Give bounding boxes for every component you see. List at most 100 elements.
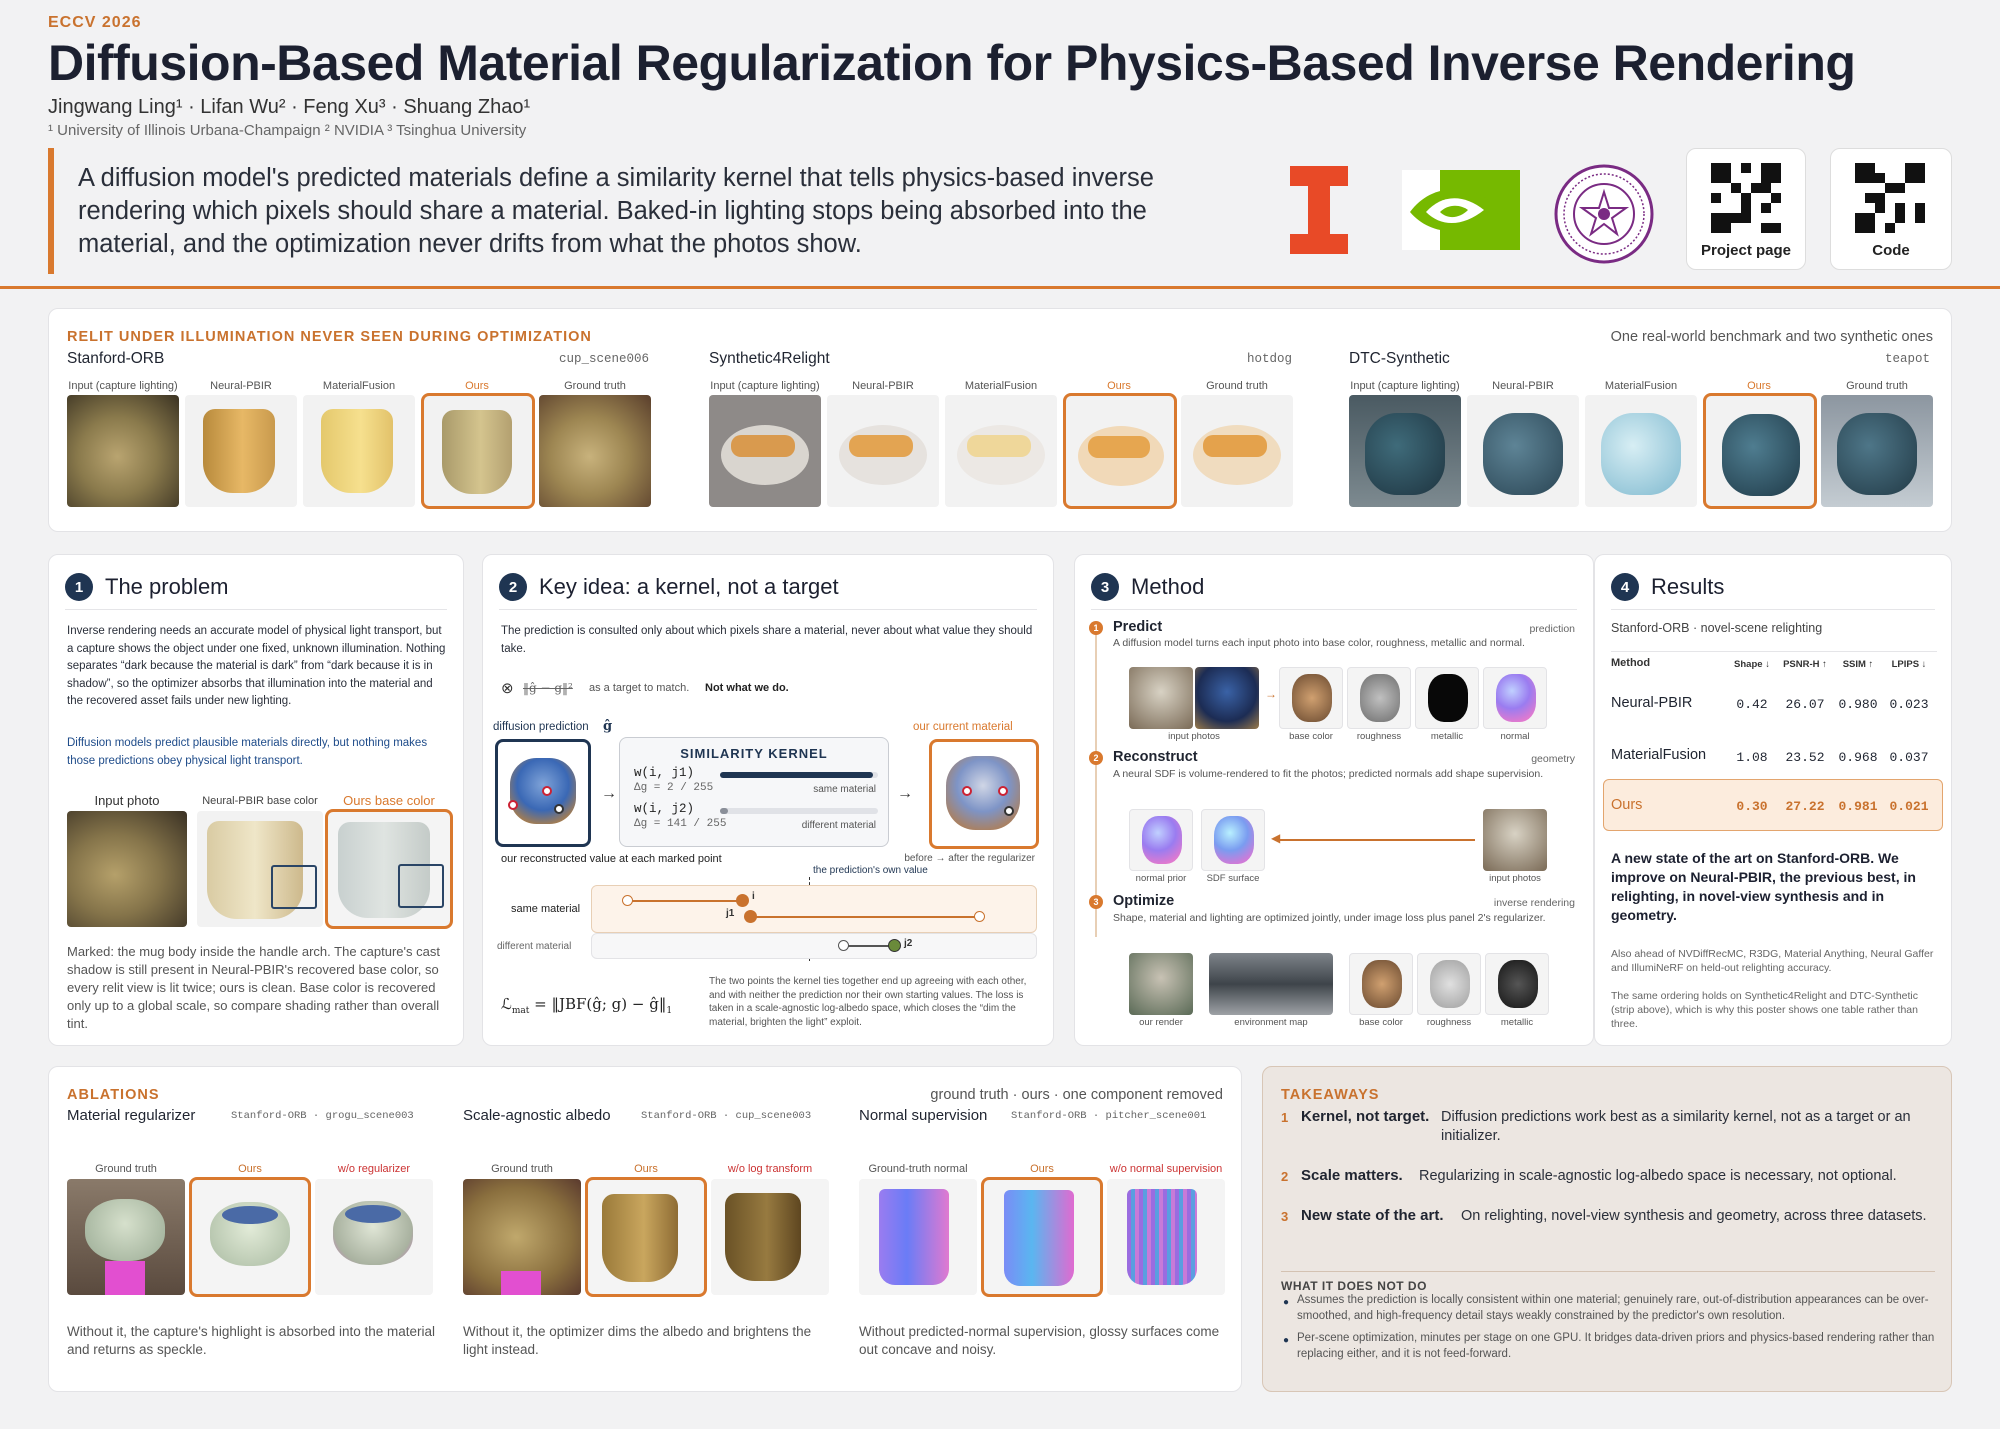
current-material-image bbox=[929, 739, 1039, 849]
image-label: Neural-PBIR base color bbox=[202, 795, 318, 807]
thumb-input bbox=[709, 395, 821, 507]
thumb-ours bbox=[1063, 393, 1177, 509]
method-roughness bbox=[1417, 953, 1481, 1015]
ablation-ground-truth bbox=[463, 1179, 581, 1295]
method-metallic bbox=[1415, 667, 1479, 729]
summary: A diffusion model's predicted materials … bbox=[48, 148, 1228, 274]
column-label: Ground truth bbox=[564, 380, 626, 392]
thumb-label: environment map bbox=[1234, 1017, 1308, 1028]
input-photo bbox=[67, 811, 187, 927]
method-input-photo bbox=[1129, 667, 1193, 729]
thumb-materialfusion bbox=[303, 395, 415, 507]
header-divider bbox=[0, 286, 2000, 289]
section-title: Method bbox=[1131, 574, 1205, 599]
qr-project-card[interactable]: Project page bbox=[1686, 148, 1806, 270]
row-method: MaterialFusion bbox=[1611, 747, 1707, 763]
similarity-kernel-box: SIMILARITY KERNEL w(i, j1) Δg = 2 / 255 … bbox=[619, 737, 889, 847]
cell: 26.07 bbox=[1785, 697, 1825, 712]
tsinghua-seal bbox=[1554, 164, 1654, 264]
thumb-ground-truth bbox=[539, 395, 651, 507]
ablation-label-ours: Ours bbox=[238, 1163, 262, 1175]
results-note: The same ordering holds on Synthetic4Rel… bbox=[1611, 990, 1918, 1030]
column-label: Input (capture lighting) bbox=[68, 380, 178, 392]
thumb-label: metallic bbox=[1430, 731, 1464, 742]
ablation-label: Ground truth bbox=[95, 1163, 157, 1175]
column-label-ours: Ours bbox=[1107, 380, 1131, 392]
cell: 0.980 bbox=[1838, 697, 1878, 712]
point-i-label: i bbox=[752, 891, 755, 902]
section-number: 2 bbox=[499, 573, 527, 601]
ablation-ground-truth bbox=[859, 1179, 977, 1295]
current-label: our current material bbox=[913, 721, 1013, 733]
takeaways-panel: TAKEAWAYS 1 Kernel, not target. Diffusio… bbox=[1262, 1066, 1952, 1392]
row-method: Ours bbox=[1611, 797, 1643, 813]
column-label: MaterialFusion bbox=[964, 380, 1038, 392]
method-sdf-surface bbox=[1201, 809, 1265, 871]
table-row-ours bbox=[1603, 779, 1943, 831]
thumb-neural-pbir bbox=[1467, 395, 1579, 507]
diffusion-prediction-image bbox=[495, 739, 591, 847]
thumb-neural-pbir bbox=[827, 395, 939, 507]
diffusion-label: diffusion prediction bbox=[493, 721, 589, 733]
bullet-icon: ● bbox=[1283, 1297, 1290, 1308]
cell: 0.30 bbox=[1736, 799, 1768, 814]
cell: 0.42 bbox=[1736, 697, 1768, 712]
step-name: Predict bbox=[1113, 619, 1163, 635]
col-header: LPIPS ↓ bbox=[1891, 659, 1927, 670]
dataset-name: DTC-Synthetic bbox=[1349, 350, 1450, 367]
ablation-title: Material regularizer bbox=[67, 1107, 196, 1124]
point-j1-label: j1 bbox=[726, 908, 735, 919]
arrow-icon: → bbox=[601, 785, 617, 802]
qr-code-card[interactable]: Code bbox=[1830, 148, 1952, 270]
col-header: PSNR-H ↑ bbox=[1783, 659, 1827, 670]
thumb-label: input photos bbox=[1489, 873, 1541, 884]
method-input-photo bbox=[1195, 667, 1259, 729]
cell: 0.981 bbox=[1838, 799, 1878, 814]
method-base-color bbox=[1349, 953, 1413, 1015]
method-normal bbox=[1483, 667, 1547, 729]
before-after-label: before → after the regularizer bbox=[904, 853, 1035, 864]
thumb-ours bbox=[1703, 393, 1817, 509]
ablation-label: Ground-truth normal bbox=[868, 1163, 968, 1175]
kernel-weight-bar-1 bbox=[720, 772, 874, 778]
thumb-label: metallic bbox=[1500, 1017, 1534, 1028]
cell: 23.52 bbox=[1785, 750, 1825, 765]
step-number: 3 bbox=[1089, 895, 1103, 909]
kernel-w1: w(i, j1) bbox=[634, 766, 695, 780]
ablations-note: ground truth · ours · one component remo… bbox=[930, 1087, 1223, 1103]
column-label: MaterialFusion bbox=[322, 380, 396, 392]
takeaway-head: Scale matters. bbox=[1301, 1167, 1403, 1184]
arrow-left-icon: ◀ bbox=[1271, 831, 1281, 845]
ablation-title: Normal supervision bbox=[859, 1107, 988, 1124]
not-target-text: as a target to match. bbox=[589, 682, 690, 694]
thumb-ours bbox=[421, 393, 535, 509]
thumb-label: roughness bbox=[1426, 1017, 1472, 1028]
thumb-ground-truth bbox=[1821, 395, 1933, 507]
ablation-label: Ground truth bbox=[491, 1163, 553, 1175]
dataset-scene: cup_scene006 bbox=[559, 352, 650, 366]
image-label-ours: Ours base color bbox=[343, 793, 435, 808]
column-label: Ground truth bbox=[1846, 380, 1908, 392]
step-number: 2 bbox=[1089, 751, 1103, 765]
kernel-same-label: same material bbox=[813, 784, 876, 795]
cell: 27.22 bbox=[1785, 799, 1825, 814]
kernel-different-label: different material bbox=[801, 820, 876, 831]
method-base-color bbox=[1279, 667, 1343, 729]
ablation-scene: Stanford-ORB · cup_scene003 bbox=[641, 1110, 812, 1122]
takeaway-body: Regularizing in scale-agnostic log-albed… bbox=[1419, 1168, 1897, 1184]
problem-caption: Marked: the mug body inside the handle a… bbox=[67, 944, 440, 1031]
bullet-icon: ● bbox=[1283, 1335, 1290, 1346]
kernel-dg2: Δg = 141 / 255 bbox=[634, 818, 727, 830]
thumb-label: our render bbox=[1139, 1017, 1183, 1028]
qr-code-label: Code bbox=[1872, 242, 1910, 259]
takeaway-head: New state of the art. bbox=[1301, 1207, 1444, 1224]
column-label: Input (capture lighting) bbox=[1350, 380, 1460, 392]
cell: 0.037 bbox=[1889, 750, 1929, 765]
step-number: 1 bbox=[1089, 621, 1103, 635]
thumb-label: normal bbox=[1500, 731, 1530, 742]
point-j2-label: j2 bbox=[904, 938, 913, 949]
thumb-materialfusion bbox=[1585, 395, 1697, 507]
target-formula: ‖ĝ − g‖² bbox=[523, 681, 573, 695]
different-material-track: j2 bbox=[591, 933, 1037, 959]
